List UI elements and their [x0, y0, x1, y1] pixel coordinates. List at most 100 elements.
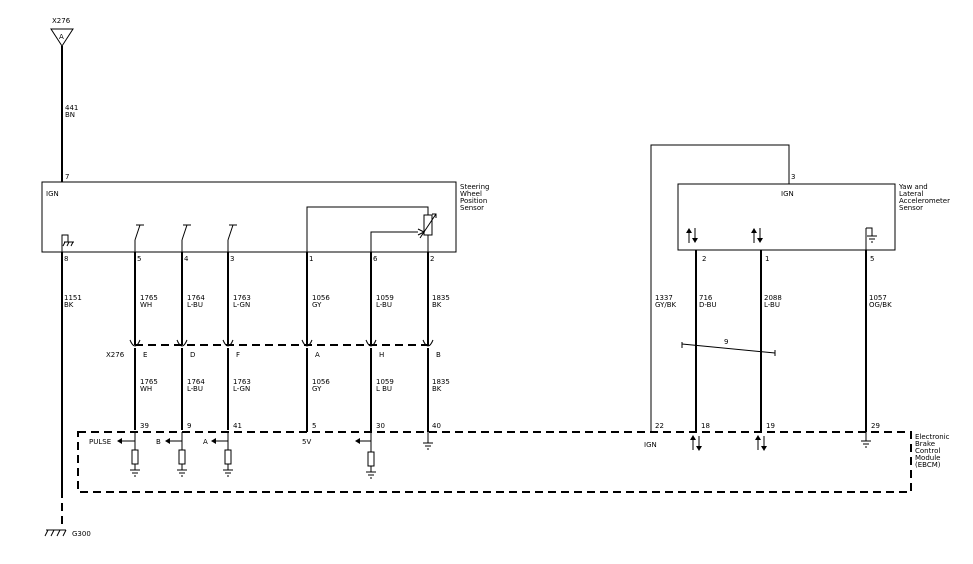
steering-title-1: Steering [460, 183, 490, 191]
wire-color: L-BU [764, 301, 780, 309]
yaw-pin: 2 [702, 255, 706, 263]
wire-circuit: 1059 [376, 294, 394, 302]
yaw-title-1: Yaw and [898, 183, 928, 191]
ebcm-title-5: (EBCM) [915, 461, 941, 469]
wire-circuit: 1835 [432, 378, 450, 386]
ebcm-title-2: Brake [915, 440, 935, 448]
switch-icon [227, 224, 237, 252]
steering-pin: 1 [309, 255, 313, 263]
ground-icon [423, 432, 433, 450]
wire-circuit: 1765 [140, 294, 158, 302]
signal-input-circuit [355, 432, 376, 479]
ebcm-title-4: Module [915, 454, 940, 462]
wire-circuit: 1057 [869, 294, 887, 302]
a-input-circuit [211, 432, 233, 477]
wire-circuit: 1835 [432, 294, 450, 302]
ebcm-outline [77, 431, 912, 493]
bidirectional-arrow-icon [690, 435, 702, 451]
connector-mid-name: X276 [106, 351, 125, 359]
yaw-title-4: Sensor [899, 204, 923, 212]
connector-mid-pin: H [379, 351, 384, 359]
wire-441-color: BN [65, 111, 75, 119]
yaw-pin: 5 [870, 255, 874, 263]
switch-icon [181, 224, 191, 252]
wire-circuit: 1765 [140, 378, 158, 386]
b-label: B [156, 438, 161, 446]
wire-color: L BU [376, 385, 392, 393]
yaw-ign-label: IGN [781, 190, 794, 198]
steering-pin: 3 [230, 255, 234, 263]
wire-color: GY [312, 301, 322, 309]
wire-circuit: 1059 [376, 378, 394, 386]
potentiometer-icon [306, 206, 437, 252]
connector-top-name: X276 [52, 17, 71, 25]
yaw-title-3: Accelerometer [899, 197, 950, 205]
wire-circuit: 1056 [312, 378, 330, 386]
wire-circuit: 1763 [233, 294, 251, 302]
wire-color: D-BU [699, 301, 717, 309]
wire-circuit: 1056 [312, 294, 330, 302]
ebcm-pin: 40 [432, 422, 441, 430]
twisted-pair-icon [681, 342, 776, 356]
steering-pin: 4 [184, 255, 189, 263]
ebcm-pin: 19 [766, 422, 775, 430]
steering-sensor-box [41, 181, 457, 253]
connector-mid-pin: A [315, 351, 320, 359]
ebcm-pin: 18 [701, 422, 710, 430]
pulse-label: PULSE [89, 438, 111, 446]
connector-pin-symbol [365, 252, 377, 432]
wire-color: L-BU [187, 301, 203, 309]
ground-name: G300 [72, 530, 91, 538]
connector-mid-pin: B [436, 351, 441, 359]
wire-ign-yaw [650, 144, 790, 432]
bidirectional-arrow-icon [751, 228, 763, 243]
steering-pin: 5 [137, 255, 141, 263]
wire-color: OG/BK [869, 301, 892, 309]
chassis-ground-icon [61, 234, 74, 252]
a-label: A [203, 438, 208, 446]
yaw-ign-pin: 3 [791, 173, 795, 181]
ebcm-pin: 39 [140, 422, 149, 430]
wire-color: BK [432, 301, 442, 309]
ebcm-title-3: Control [915, 447, 940, 455]
bidirectional-arrow-icon [755, 435, 767, 451]
b-input-circuit [165, 432, 187, 477]
ebcm-pin: 22 [655, 422, 664, 430]
steering-title-4: Sensor [460, 204, 484, 212]
wire-color: BK [432, 385, 442, 393]
steering-ign-pin: 7 [65, 173, 69, 181]
connector-mid-pin: F [236, 351, 240, 359]
yaw-title-2: Lateral [899, 190, 923, 198]
ebcm-pin: 41 [233, 422, 242, 430]
steering-title-3: Position [460, 197, 487, 205]
wire-color: L-GN [233, 301, 250, 309]
connector-pin-symbol [129, 252, 141, 430]
steering-pin: 6 [373, 255, 378, 263]
wire-color: GY [312, 385, 322, 393]
wire-color: L-BU [187, 385, 203, 393]
wire-color: L-GN [233, 385, 250, 393]
yaw-sensor-box [677, 183, 896, 251]
yaw-pin: 1 [765, 255, 769, 263]
wire-circuit: 1764 [187, 378, 205, 386]
wire-441-circuit: 441 [65, 104, 78, 112]
connector-pin-symbol [301, 252, 313, 432]
ebcm-pin: 30 [376, 422, 385, 430]
connector-mid-pin: E [143, 351, 147, 359]
ground-icon [865, 227, 877, 250]
wire-circuit: 1337 [655, 294, 673, 302]
wire-circuit: 1763 [233, 378, 251, 386]
wire-color: WH [140, 385, 152, 393]
connector-pin-symbol [422, 252, 434, 432]
ebcm-title-1: Electronic [915, 433, 950, 441]
steering-pin: 2 [430, 255, 434, 263]
ebcm-pin: 5 [312, 422, 316, 430]
steering-pin: 8 [64, 255, 68, 263]
wire-color: WH [140, 301, 152, 309]
connector-top-symbol [50, 28, 74, 47]
wire-color: L-BU [376, 301, 392, 309]
connector-pin-symbol [222, 252, 234, 430]
twist-label: 9 [724, 338, 728, 346]
